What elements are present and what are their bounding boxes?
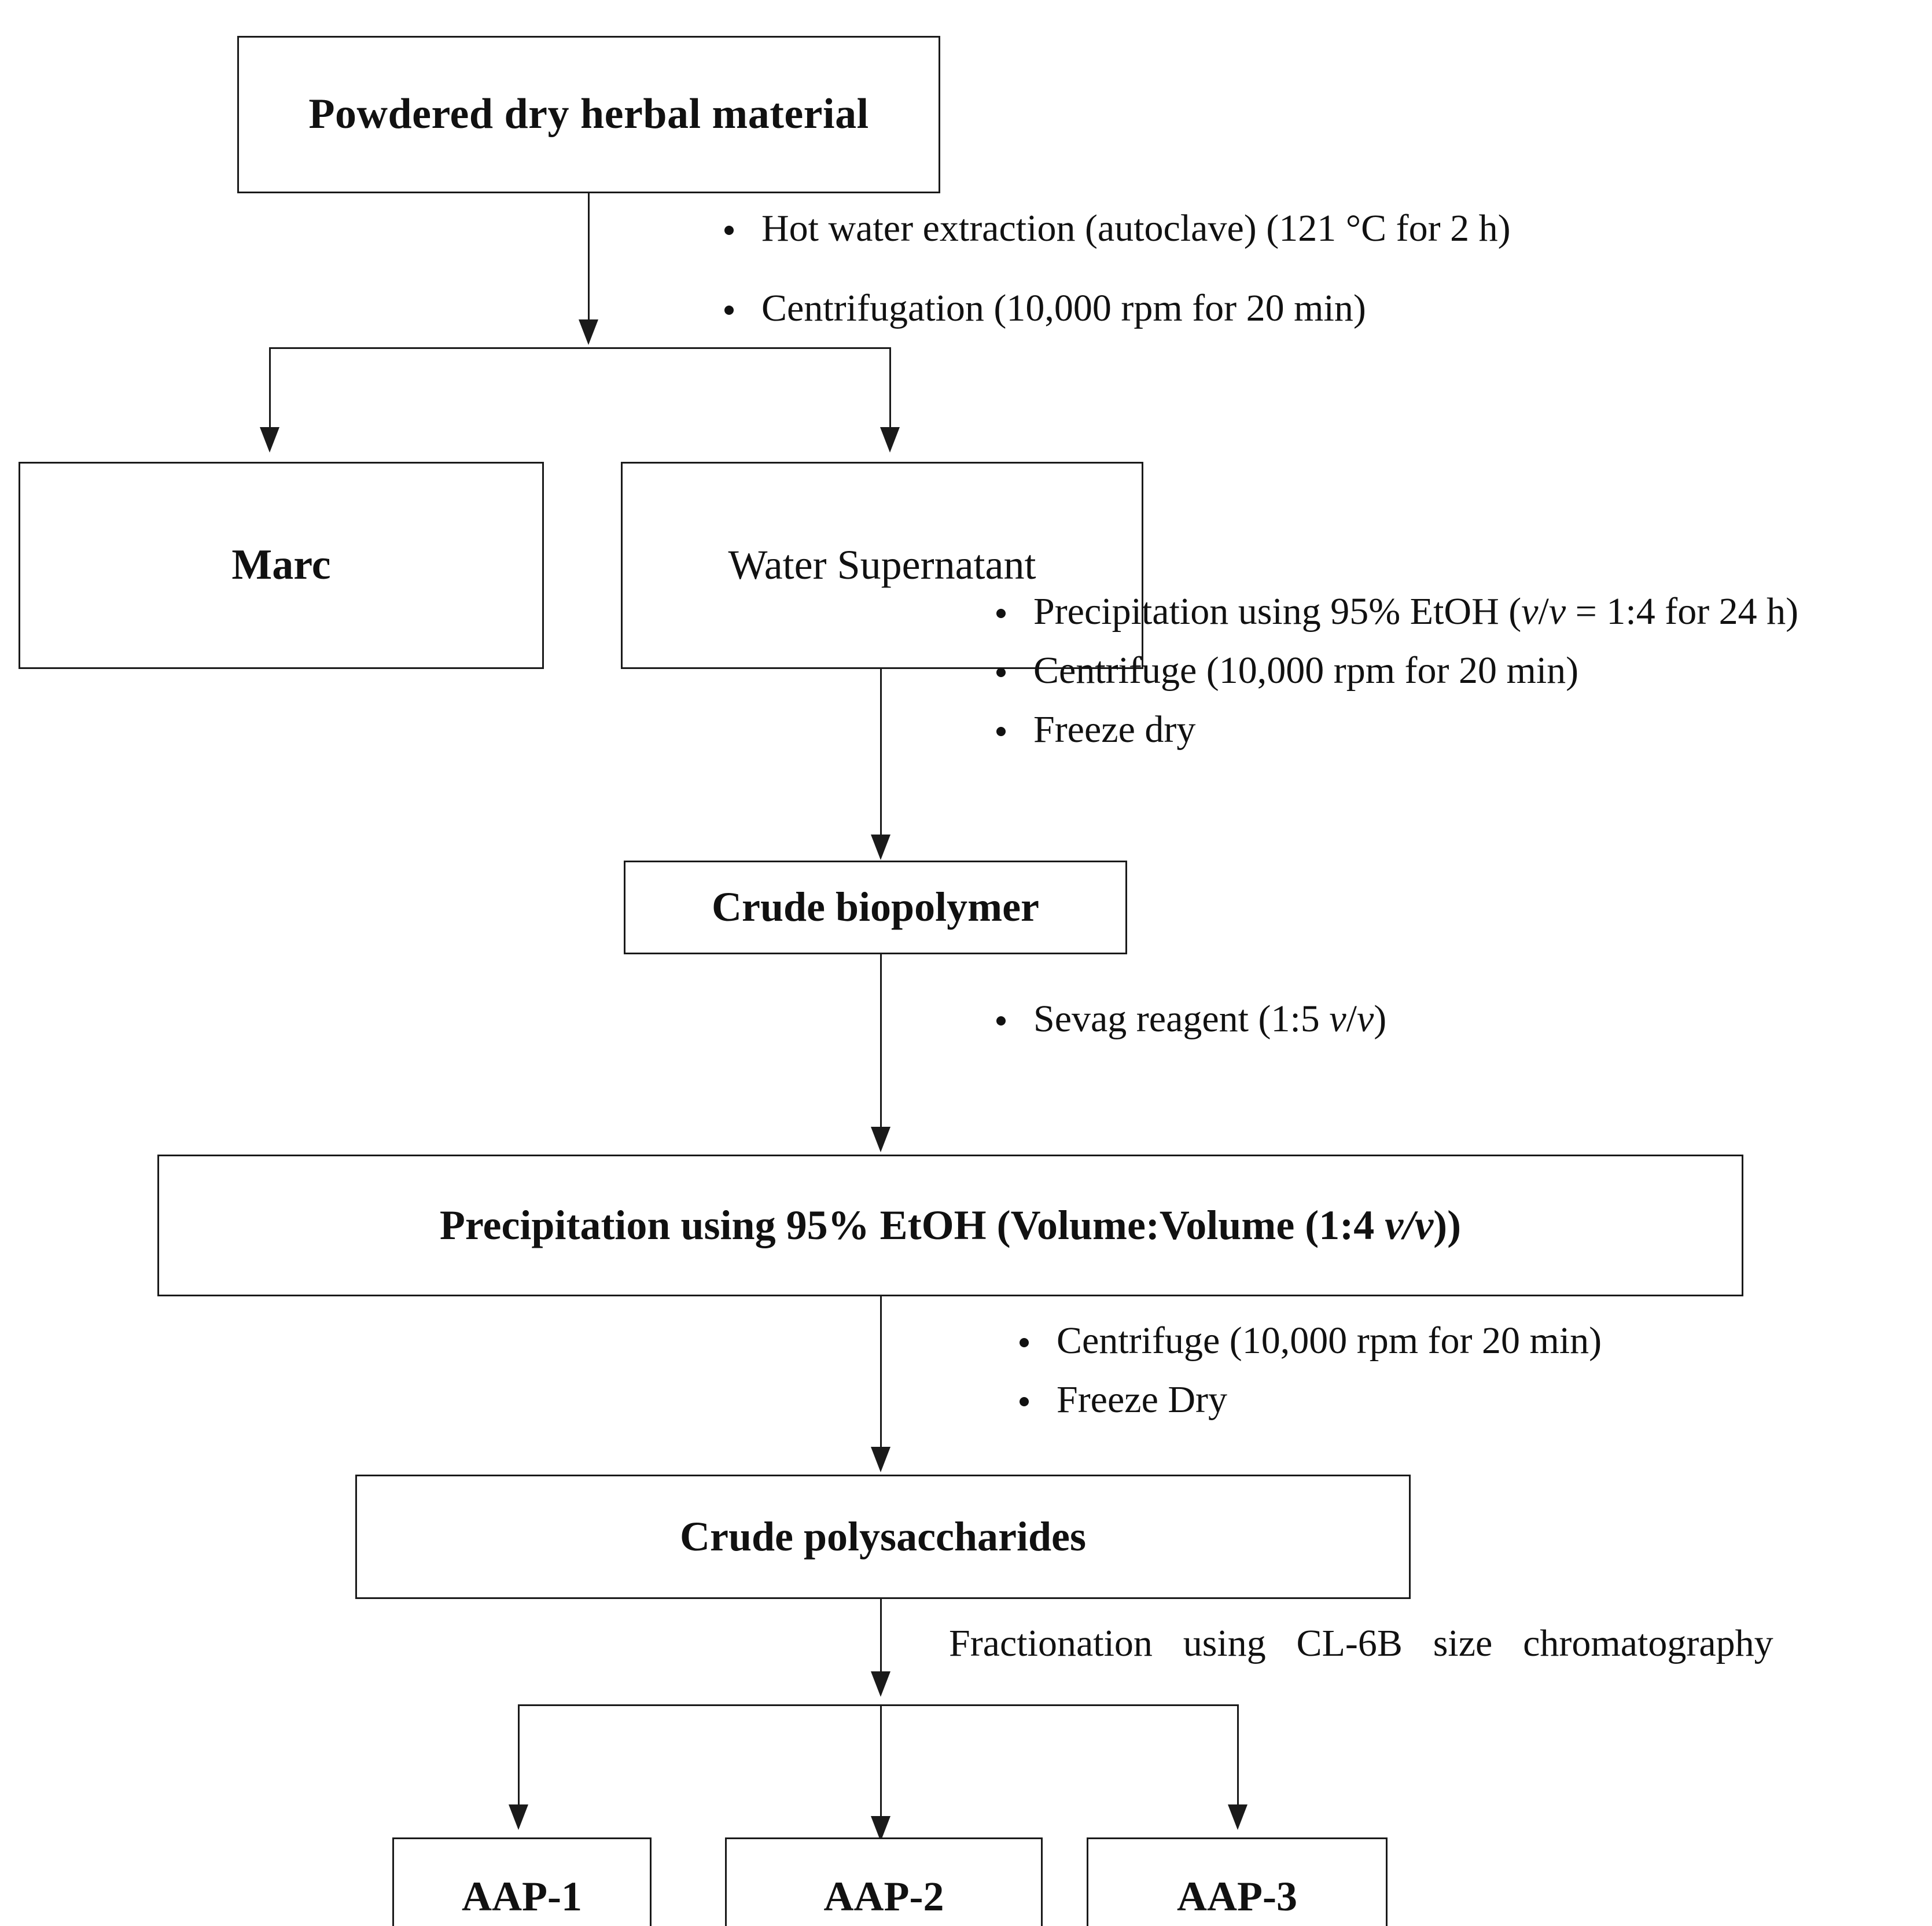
node-aap-1: AAP-1 (392, 1837, 652, 1926)
arrowhead-down-split-bottom (871, 1671, 890, 1697)
annotation-item: Hot water extraction (autoclave) (121 °C… (712, 206, 1511, 251)
node-water-supernatant: Water Supernatant (621, 462, 1143, 669)
connector-split-left (269, 347, 271, 428)
connector-biopolymer-to-precipitation (880, 954, 882, 1128)
annotation-item: Freeze Dry (1007, 1377, 1602, 1423)
annotation-item: Centrifugation (10,000 rpm for 20 min) (712, 286, 1511, 331)
connector-crudepoly-to-split (880, 1599, 882, 1692)
node-label: AAP-1 (462, 1873, 582, 1920)
annotation-list-sevag: Sevag reagent (1:5 v/v) (984, 997, 1386, 1042)
split-bar-bottom (518, 1704, 1238, 1706)
annotation-fractionation: Fractionation using CL-6B size chromatog… (949, 1620, 1773, 1666)
annotation-item: Centrifuge (10,000 rpm for 20 min) (984, 648, 1798, 693)
node-aap-2: AAP-2 (725, 1837, 1043, 1926)
node-crude-biopolymer: Crude biopolymer (624, 861, 1127, 954)
node-label: Precipitation using 95% EtOH (Volume:Vol… (439, 1201, 1462, 1248)
node-label: Powdered dry herbal material (308, 90, 869, 138)
connector-split-aap1 (518, 1704, 520, 1806)
node-aap-3: AAP-3 (1087, 1837, 1388, 1926)
arrowhead-down-split (579, 319, 598, 345)
node-marc: Marc (19, 462, 544, 669)
node-label: Crude biopolymer (712, 884, 1039, 931)
node-label: Water Supernatant (728, 542, 1036, 589)
annotation-text: Fractionation using CL-6B size chromatog… (949, 1622, 1773, 1664)
node-label: AAP-2 (823, 1873, 944, 1920)
connector-supernatant-to-biopolymer (880, 669, 882, 836)
node-label: AAP-3 (1177, 1873, 1297, 1920)
connector-powdered-to-split (588, 193, 590, 321)
node-powdered-dry-herbal-material: Powdered dry herbal material (237, 36, 940, 193)
arrowhead-to-precipitation (871, 1127, 890, 1152)
arrowhead-to-supernatant (880, 427, 900, 453)
annotation-list-ethanol-precipitation: Precipitation using 95% EtOH (v/v = 1:4 … (984, 589, 1798, 766)
connector-precipitation-to-crudepoly (880, 1296, 882, 1448)
arrowhead-to-crudepoly (871, 1447, 890, 1472)
arrowhead-to-marc (260, 427, 279, 453)
split-bar-top (269, 347, 891, 349)
arrowhead-to-biopolymer (871, 835, 890, 860)
arrowhead-to-aap1 (509, 1804, 528, 1830)
arrowhead-to-aap2 (871, 1816, 890, 1842)
annotation-item: Centrifuge (10,000 rpm for 20 min) (1007, 1318, 1602, 1363)
annotation-item: Sevag reagent (1:5 v/v) (984, 997, 1386, 1042)
connector-split-right (889, 347, 891, 428)
annotation-list-centrifuge-freezedry: Centrifuge (10,000 rpm for 20 min) Freez… (1007, 1318, 1602, 1436)
annotation-item: Freeze dry (984, 707, 1798, 752)
node-precipitation-ethanol: Precipitation using 95% EtOH (Volume:Vol… (157, 1155, 1743, 1296)
annotation-list-extraction: Hot water extraction (autoclave) (121 °C… (712, 206, 1511, 366)
node-label: Marc (231, 541, 331, 589)
node-label: Crude polysaccharides (680, 1513, 1086, 1560)
annotation-item: Precipitation using 95% EtOH (v/v = 1:4 … (984, 589, 1798, 634)
node-crude-polysaccharides: Crude polysaccharides (355, 1475, 1411, 1599)
connector-split-aap3 (1237, 1704, 1239, 1806)
arrowhead-to-aap3 (1228, 1804, 1247, 1830)
connector-split-aap2 (880, 1704, 882, 1820)
